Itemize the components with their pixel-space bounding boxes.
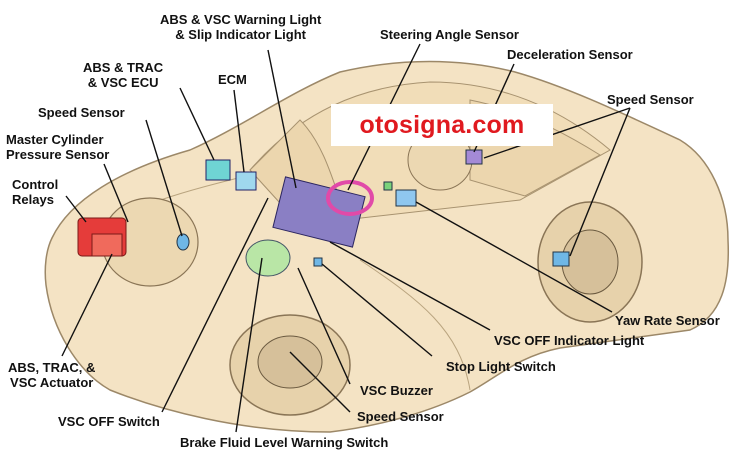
front-left-hub bbox=[258, 336, 322, 388]
label-vsc-off-switch: VSC OFF Switch bbox=[58, 414, 160, 429]
ecm-box bbox=[236, 172, 256, 190]
label-speed-sensor-left: Speed Sensor bbox=[38, 105, 125, 120]
label-speed-sensor-bottom: Speed Sensor bbox=[357, 409, 444, 424]
watermark-text: otosigna.com bbox=[360, 111, 525, 140]
label-stop-light-switch: Stop Light Switch bbox=[446, 359, 556, 374]
rear-right-hub bbox=[562, 230, 618, 294]
label-ecm: ECM bbox=[218, 72, 247, 87]
label-control-relays: Control Relays bbox=[12, 177, 58, 207]
label-deceleration-sensor: Deceleration Sensor bbox=[507, 47, 633, 62]
rear-speed-sensor bbox=[553, 252, 569, 266]
deceleration-sensor-box bbox=[466, 150, 482, 164]
label-steering-angle-sensor: Steering Angle Sensor bbox=[380, 27, 519, 42]
small-switch bbox=[384, 182, 392, 190]
watermark-banner: otosigna.com bbox=[331, 104, 553, 146]
label-abs-trac-vsc-actuator: ABS, TRAC, & VSC Actuator bbox=[8, 360, 95, 390]
label-yaw-rate-sensor: Yaw Rate Sensor bbox=[615, 313, 720, 328]
label-vsc-off-indicator-light: VSC OFF Indicator Light bbox=[494, 333, 644, 348]
label-abs-vsc-warning-light: ABS & VSC Warning Light & Slip Indicator… bbox=[160, 12, 321, 42]
label-abs-trac-vsc-ecu: ABS & TRAC & VSC ECU bbox=[83, 60, 163, 90]
yaw-rate-sensor-box bbox=[396, 190, 416, 206]
label-speed-sensor-right: Speed Sensor bbox=[607, 92, 694, 107]
label-brake-fluid-level-warning-switch: Brake Fluid Level Warning Switch bbox=[180, 435, 388, 450]
label-master-cylinder-pressure-sensor: Master Cylinder Pressure Sensor bbox=[6, 132, 109, 162]
abs-trac-vsc-ecu-box bbox=[206, 160, 230, 180]
front-speed-sensor bbox=[177, 234, 189, 250]
brake-booster bbox=[246, 240, 290, 276]
actuator-box bbox=[92, 234, 122, 256]
label-vsc-buzzer: VSC Buzzer bbox=[360, 383, 433, 398]
stop-light-switch-box bbox=[314, 258, 322, 266]
